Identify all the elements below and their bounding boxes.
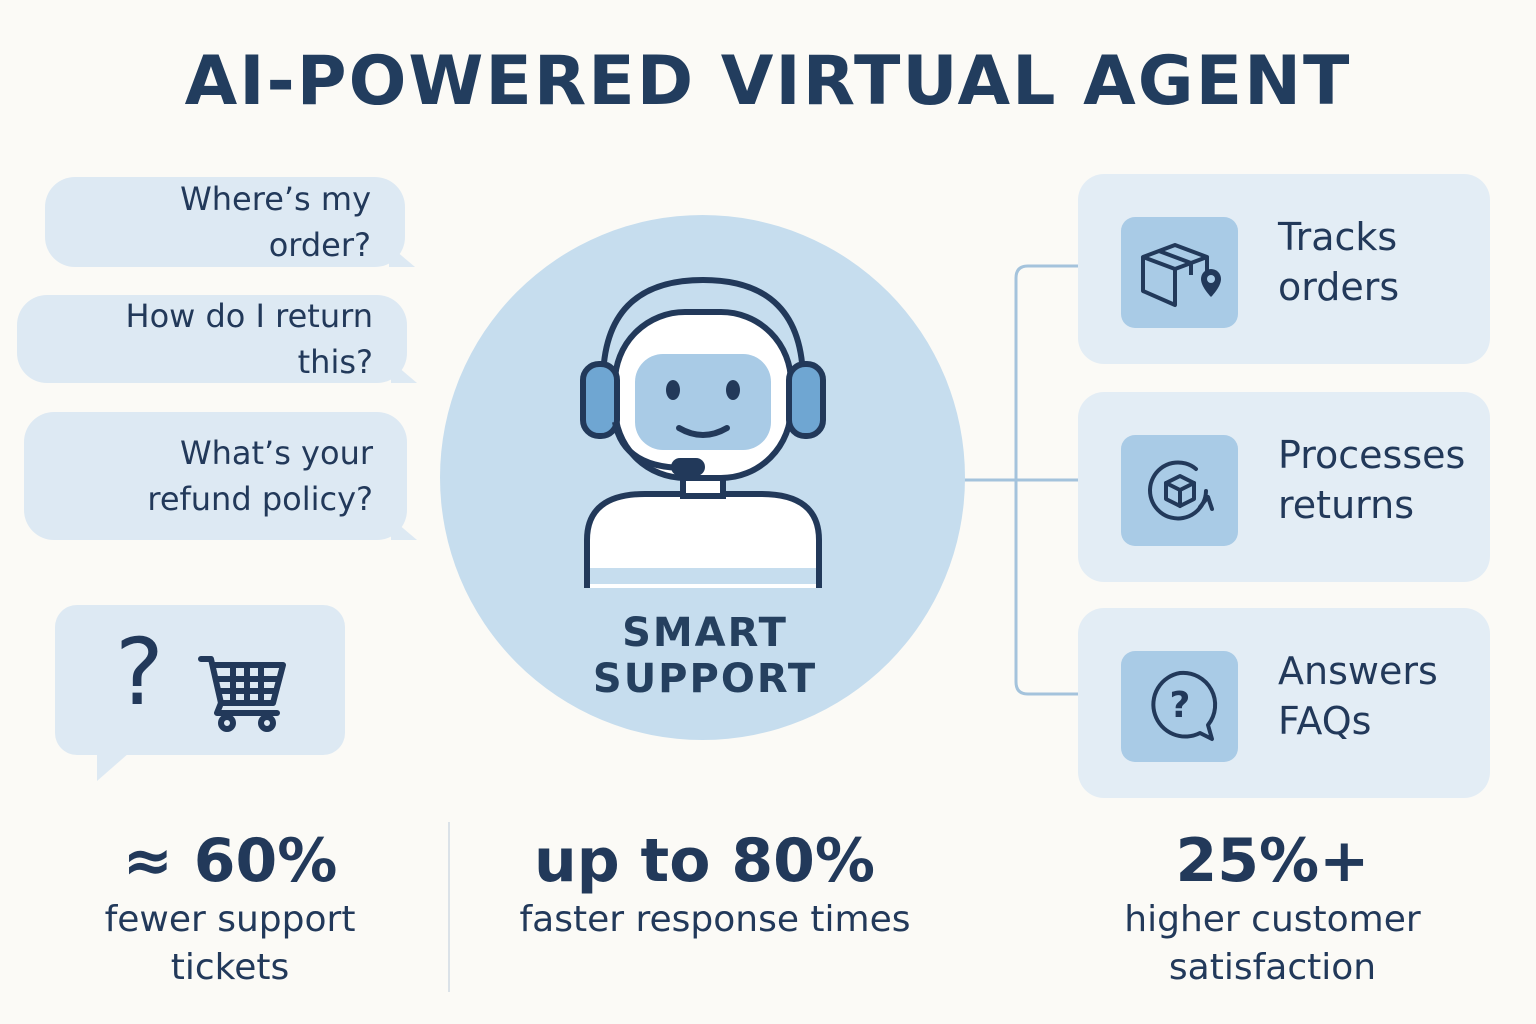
question-mark-icon: ?: [115, 619, 164, 726]
feature-card-answers-faqs: ? Answers FAQs: [1078, 608, 1490, 798]
feature-label: Answers FAQs: [1278, 649, 1438, 743]
stat-caption: higher customer satisfaction: [1124, 899, 1421, 988]
question-text: How do I return this?: [125, 297, 374, 381]
feature-card-tracks-orders: Tracks orders: [1078, 174, 1490, 364]
stat-faster-response: up to 80% faster response times: [500, 826, 930, 944]
stat-higher-satisfaction: 25%+ higher customer satisfaction: [1100, 826, 1445, 992]
shopping-cart-icon: [198, 656, 286, 732]
question-bubble: Where’s my order?: [45, 177, 415, 267]
stat-caption: fewer support tickets: [104, 899, 356, 988]
package-location-icon: [1121, 217, 1238, 328]
smart-support-line-1: SMART: [622, 610, 788, 656]
svg-text:?: ?: [1169, 685, 1190, 726]
question-bubble: What’s your refund policy?: [24, 412, 417, 540]
return-cycle-icon: [1121, 435, 1238, 546]
stat-fewer-tickets: ≈ 60% fewer support tickets: [60, 826, 400, 992]
stat-divider: [448, 822, 450, 992]
page-title: AI-POWERED VIRTUAL AGENT: [184, 42, 1352, 121]
question-text: What’s your refund policy?: [147, 434, 373, 518]
connector-lines: [964, 264, 1078, 696]
stat-value: 25%+: [1175, 826, 1370, 896]
smart-support-label: SMART SUPPORT: [555, 610, 855, 702]
support-agent-headset-icon: [580, 276, 826, 588]
question-bubble: How do I return this?: [17, 295, 417, 383]
stat-value: up to 80%: [534, 826, 875, 896]
feature-label: Processes returns: [1278, 433, 1466, 527]
feature-label: Tracks orders: [1278, 215, 1400, 309]
feature-card-processes-returns: Processes returns: [1078, 392, 1490, 582]
query-icons-bubble: ?: [55, 605, 345, 781]
question-chat-icon: ?: [1121, 651, 1238, 762]
question-text: Where’s my order?: [180, 180, 371, 264]
stat-caption: faster response times: [519, 899, 911, 940]
stat-value: ≈ 60%: [122, 826, 338, 896]
smart-support-line-2: SUPPORT: [592, 656, 818, 702]
